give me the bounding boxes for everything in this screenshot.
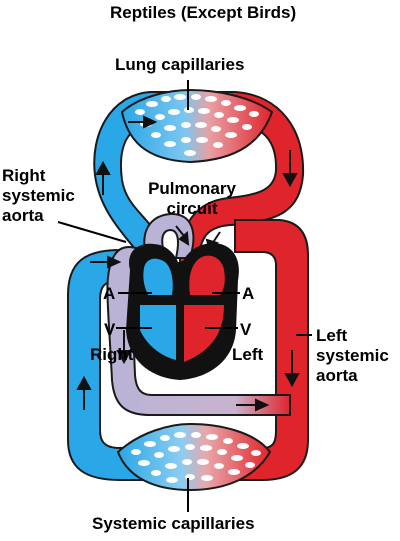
label-left-systemic-aorta: Left systemic aorta [316, 326, 389, 386]
arrow-pulm-right-down-head [282, 173, 298, 188]
arrow-arch [175, 225, 185, 237]
label-left-systemic-line1: Left [316, 326, 348, 345]
label-left-systemic-line2: systemic [316, 346, 389, 365]
label-right: Right [90, 345, 134, 364]
left-ventricle [184, 305, 224, 362]
label-atrium-right-side: A [242, 284, 255, 303]
lung-capillary-mesh [135, 94, 259, 156]
label-right-systemic-aorta: Right systemic aorta [2, 166, 75, 226]
label-ventricle-right-side: V [240, 320, 252, 339]
leader-lines [57, 80, 312, 512]
label-right-systemic-line1: Right [2, 166, 46, 185]
label-left: Left [232, 345, 264, 364]
left-atrium [189, 255, 225, 295]
arrow-pulm-left-up-head [95, 160, 111, 175]
label-right-systemic-line3: aorta [2, 206, 44, 225]
label-left-systemic-line3: aorta [316, 366, 358, 385]
systemic-loop [67, 212, 309, 492]
arrow-pulm-top-right-head [143, 115, 158, 129]
pulmonary-artery-vessel [93, 91, 191, 264]
systemic-capillary-mesh [131, 432, 261, 483]
label-pulmonary-circuit: Pulmonary circuit [137, 179, 247, 219]
label-pulmonary-line2: circuit [166, 199, 218, 218]
label-ventricle-left-side: V [104, 320, 116, 339]
pulmonary-loop [93, 88, 305, 264]
label-lung-capillaries: Lung capillaries [115, 55, 245, 74]
arrow-pulm-into-atrium-head [205, 238, 219, 252]
arrow-arch-head [178, 230, 190, 246]
flow-arrows [76, 115, 300, 412]
right-ventricle [140, 305, 176, 360]
label-pulmonary-line1: Pulmonary [148, 179, 236, 198]
label-atrium-left-side: A [103, 284, 116, 303]
leader-right-systemic-aorta [57, 221, 127, 243]
arrow-vein-left-up-head [76, 375, 92, 390]
right-atrium [143, 258, 173, 295]
heart [126, 243, 239, 380]
diagram-title: Reptiles (Except Birds) [110, 3, 297, 22]
arrow-aorta-left-down-head [284, 373, 300, 388]
label-systemic-capillaries: Systemic capillaries [92, 514, 255, 533]
arrow-right-aorta-head [255, 398, 270, 412]
arrow-right-aorta-down-head [116, 350, 132, 365]
label-right-systemic-line2: systemic [2, 186, 75, 205]
arrow-vein-top-head [107, 255, 122, 269]
